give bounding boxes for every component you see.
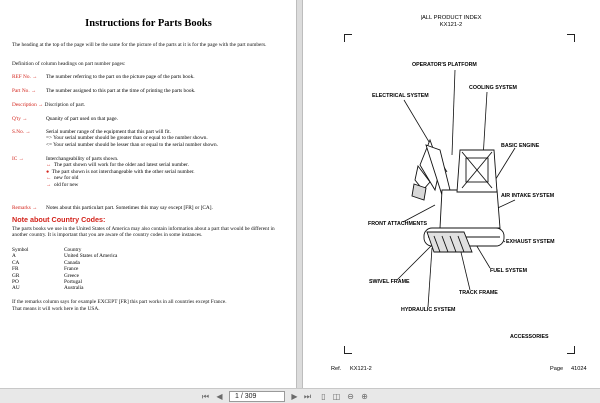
page-number-input[interactable]: 1 / 309 bbox=[229, 391, 285, 402]
code-country: Australia bbox=[64, 285, 84, 292]
sno-desc: Serial number range of the equipment tha… bbox=[46, 129, 218, 148]
two-page-icon[interactable]: ◫ bbox=[332, 392, 341, 401]
label-cooling-system[interactable]: COOLING SYSTEM bbox=[469, 85, 517, 91]
ic-desc: Interchangeability of parts shown. ↔ The… bbox=[46, 156, 195, 188]
remarks-desc: Notes about this particulart part. Somet… bbox=[46, 205, 213, 211]
code-country: Portugal bbox=[64, 278, 82, 285]
zoom-in-icon[interactable]: ⊕ bbox=[361, 392, 368, 401]
right-arrow-icon: → bbox=[46, 181, 52, 188]
last-page-icon[interactable]: ⏭ bbox=[303, 392, 312, 401]
label-track-frame[interactable]: TRACK FRAME bbox=[459, 290, 498, 296]
qty-desc: Quanity of part used on that page. bbox=[46, 116, 118, 122]
bullet-icon: ● bbox=[46, 168, 50, 175]
ref-label: REF No. → bbox=[12, 74, 38, 80]
code-symbol: PO bbox=[12, 278, 19, 285]
code-country: Greece bbox=[64, 272, 79, 279]
definition-text: Definition of column headings on part nu… bbox=[12, 61, 126, 67]
label-front-attachments[interactable]: FRONT ATTACHMENTS bbox=[368, 221, 428, 227]
code-country: France bbox=[64, 266, 79, 273]
index-header: |ALL PRODUCT INDEX bbox=[420, 15, 482, 21]
label-operators-platform[interactable]: OPERATOR'S PLATFORM bbox=[412, 62, 477, 68]
crop-mark-bottom-left bbox=[344, 346, 352, 354]
code-symbol: AU bbox=[12, 285, 20, 292]
code-country: United States of America bbox=[64, 253, 118, 260]
codes-header-symbol: Symbol bbox=[12, 247, 29, 253]
ref-desc: The number referring to the part on the … bbox=[46, 74, 195, 80]
footer-ref-label: Ref. bbox=[331, 366, 342, 372]
prev-page-icon[interactable]: ◀ bbox=[216, 392, 223, 401]
model-header: KX121-2 bbox=[439, 22, 463, 28]
code-symbol: GR bbox=[12, 272, 20, 279]
label-fuel-system[interactable]: FUEL SYSTEM bbox=[490, 268, 527, 274]
page-title: Instructions for Parts Books bbox=[85, 18, 212, 29]
label-basic-engine[interactable]: BASIC ENGINE bbox=[501, 143, 540, 149]
codes-header-country: Country bbox=[64, 247, 82, 253]
left-page: Instructions for Parts Books The heading… bbox=[0, 0, 297, 388]
code-symbol: FR bbox=[12, 266, 19, 273]
part-label: Part No. → bbox=[12, 88, 37, 94]
label-air-intake-system[interactable]: AIR INTAKE SYSTEM bbox=[501, 193, 555, 199]
code-symbol: A bbox=[12, 253, 16, 260]
sno-label: S.No. → bbox=[12, 129, 31, 135]
code-country: Canada bbox=[64, 259, 80, 266]
ic-label: IC → bbox=[12, 156, 24, 162]
label-hydraulic-system[interactable]: HYDRAULIC SYSTEM bbox=[401, 307, 456, 313]
closing-text-2: That means it will work here in the USA. bbox=[12, 306, 100, 312]
footer-page-value: 41024 bbox=[571, 366, 587, 372]
country-text: The parts books we use in the United Sta… bbox=[12, 226, 275, 239]
footer-ref-value: KX121-2 bbox=[350, 366, 372, 372]
label-exhaust-system[interactable]: EXHAUST SYSTEM bbox=[506, 239, 555, 245]
remarks-label: Remarks → bbox=[12, 205, 38, 211]
viewer-toolbar: ⏮ ◀ 1 / 309 ▶ ⏭ ▯ ◫ ⊖ ⊕ bbox=[0, 388, 600, 403]
crop-mark-bottom-right bbox=[567, 346, 575, 354]
both-way-arrow-icon: ↔ bbox=[46, 162, 52, 169]
code-symbol: CA bbox=[12, 259, 20, 266]
intro-text: The heading at the top of the page will … bbox=[12, 42, 267, 48]
qty-label: Q'ty → bbox=[12, 116, 28, 122]
country-heading: Note about Country Codes: bbox=[12, 215, 106, 224]
first-page-icon[interactable]: ⏮ bbox=[201, 392, 210, 401]
part-desc: The number assigned to this part at the … bbox=[46, 88, 196, 94]
label-electrical-system[interactable]: ELECTRICAL SYSTEM bbox=[372, 93, 429, 99]
crop-mark-top-left bbox=[344, 34, 352, 42]
zoom-out-icon[interactable]: ⊖ bbox=[347, 392, 354, 401]
footer-page-label: Page bbox=[550, 366, 564, 372]
closing-text-1: If the remarks column says for example E… bbox=[12, 299, 227, 305]
left-arrow-icon: ← bbox=[46, 175, 52, 182]
single-page-icon[interactable]: ▯ bbox=[321, 392, 326, 401]
label-accessories[interactable]: ACCESSORIES bbox=[510, 334, 549, 340]
label-swivel-frame[interactable]: SWIVEL FRAME bbox=[369, 279, 410, 285]
crop-mark-top-right bbox=[567, 34, 575, 42]
excavator-illustration bbox=[396, 69, 516, 308]
description-label: Description → Discription of part. bbox=[12, 102, 86, 108]
next-page-icon[interactable]: ▶ bbox=[291, 392, 298, 401]
